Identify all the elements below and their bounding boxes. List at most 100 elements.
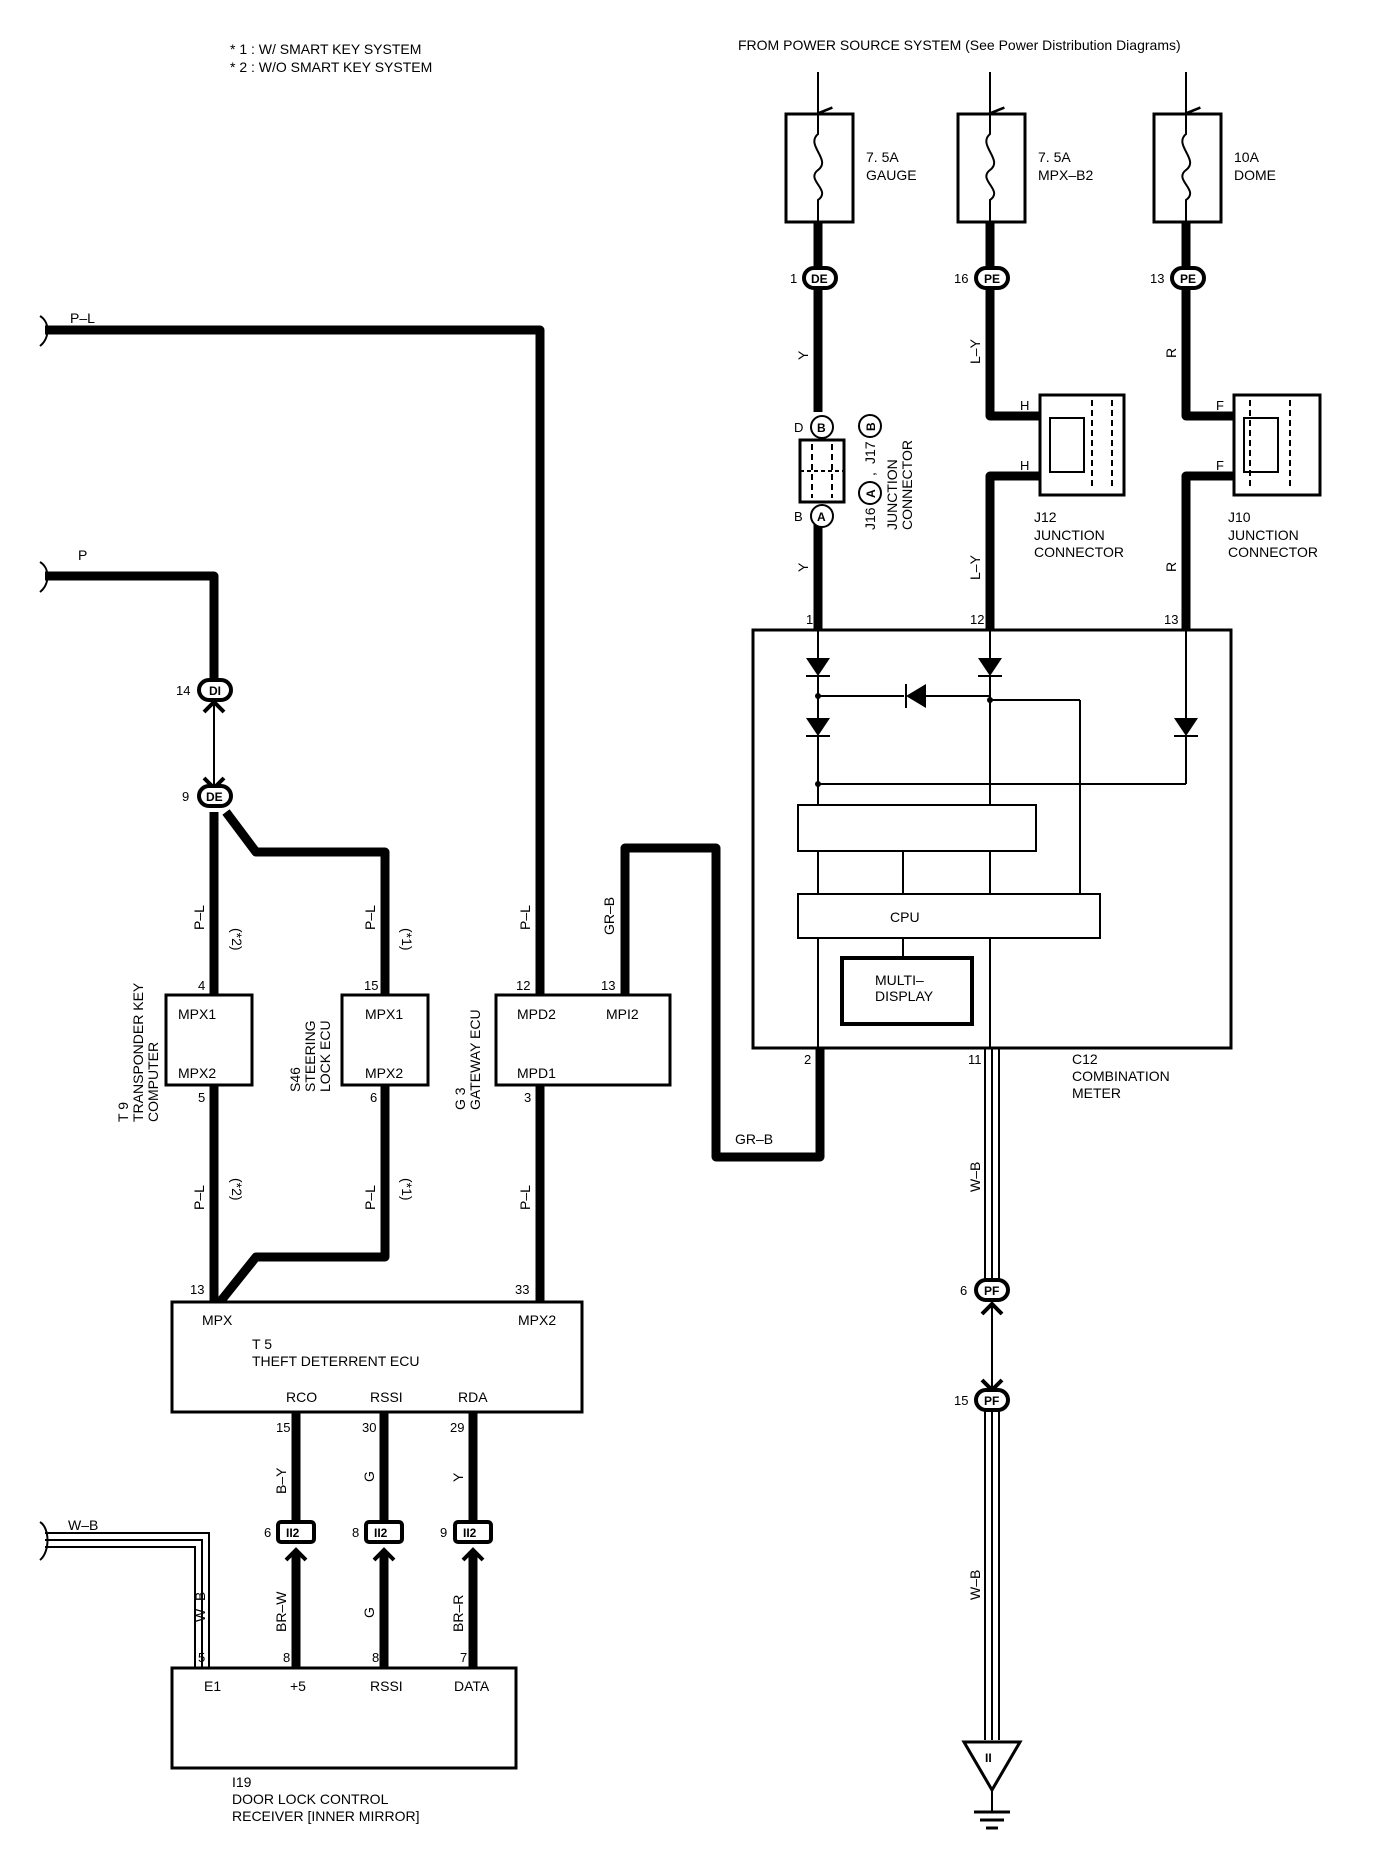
svg-text:P: P — [78, 547, 87, 563]
pin-di-14: 14 — [176, 683, 190, 698]
pin-meter-11: 11 — [968, 1052, 982, 1067]
svg-text:P–L: P–L — [362, 905, 378, 930]
svg-text:B–Y: B–Y — [273, 1467, 289, 1494]
svg-text:DE: DE — [206, 790, 223, 804]
gateway-ecu: MPD2 MPI2 MPD1 12 13 3 G 3 GATEWAY ECU — [452, 978, 672, 1110]
connector-de-left: DE 9 — [182, 784, 233, 808]
s46-id: S46 — [287, 1067, 303, 1092]
connector-de-top: DE 1 — [790, 266, 838, 290]
t5-id: T 5 — [252, 1336, 272, 1352]
svg-text:A: A — [864, 489, 878, 498]
svg-text:II: II — [985, 1751, 992, 1765]
connector-ii2-row: II2 II2 II2 6 8 9 — [264, 1520, 493, 1562]
pin-ii2-6: 6 — [264, 1525, 271, 1540]
svg-text:DI: DI — [209, 684, 221, 698]
svg-text:MPI2: MPI2 — [606, 1006, 639, 1022]
pin-ii2-9: 9 — [440, 1525, 447, 1540]
power-feed-arrows — [818, 72, 1186, 114]
svg-text:J17: J17 — [862, 441, 878, 464]
door-lock-control-receiver: E1 +5 RSSI DATA 5 8 8 7 I19 DOOR LOCK CO… — [170, 1650, 518, 1824]
pin-g3-3: 3 — [524, 1090, 531, 1105]
fuse-mpx-b2-name: MPX–B2 — [1038, 167, 1093, 183]
pin-j10-f1: F — [1216, 398, 1224, 413]
pin-pf-6: 6 — [960, 1283, 967, 1298]
svg-text:W–B: W–B — [967, 1570, 983, 1600]
svg-text:,: , — [862, 472, 878, 476]
svg-text:DATA: DATA — [454, 1678, 490, 1694]
svg-text:Y: Y — [795, 562, 811, 572]
svg-text:II2: II2 — [286, 1526, 300, 1540]
svg-text:GR–B: GR–B — [735, 1131, 773, 1147]
power-source-header: FROM POWER SOURCE SYSTEM (See Power Dist… — [738, 37, 1181, 53]
svg-text:RSSI: RSSI — [370, 1678, 403, 1694]
fuse-gauge: 7. 5A GAUGE — [784, 112, 917, 224]
connector-pe-left: PE 16 — [954, 266, 1010, 290]
svg-text:P–L: P–L — [517, 1185, 533, 1210]
i19-name-1: DOOR LOCK CONTROL — [232, 1791, 389, 1807]
svg-text:MPD2: MPD2 — [517, 1006, 556, 1022]
meter-multi-display-2: DISPLAY — [875, 988, 934, 1004]
pin-g3-12: 12 — [516, 978, 530, 993]
pin-meter-1: 1 — [806, 612, 813, 627]
pin-meter-13: 13 — [1164, 612, 1178, 627]
svg-text:GR–B: GR–B — [601, 897, 617, 935]
j10-id: J10 — [1228, 509, 1251, 525]
svg-text:BR–R: BR–R — [450, 1595, 466, 1632]
svg-text:MPX: MPX — [202, 1312, 233, 1328]
fuse-gauge-name: GAUGE — [866, 167, 917, 183]
svg-text:PE: PE — [1180, 272, 1196, 286]
pin-t5-13: 13 — [190, 1282, 204, 1297]
transponder-key-computer: MPX1 MPX2 4 5 T 9 TRANSPONDER KEY COMPUT… — [115, 978, 254, 1122]
ground-point-ii: II — [961, 1740, 1023, 1830]
meter-name-1: COMBINATION — [1072, 1068, 1170, 1084]
note-no-smart-key: * 2 : W/O SMART KEY SYSTEM — [230, 59, 432, 75]
connector-di: DI 14 — [176, 678, 233, 791]
svg-text:B: B — [817, 421, 826, 435]
svg-text:MPD1: MPD1 — [517, 1065, 556, 1081]
pin-g3-13: 13 — [601, 978, 615, 993]
fuse-dome-amp: 10A — [1234, 149, 1260, 165]
svg-text:P–L: P–L — [191, 905, 207, 930]
j12-id: J12 — [1034, 509, 1057, 525]
wire-end-marks — [39, 315, 49, 1561]
svg-text:+5: +5 — [290, 1678, 306, 1694]
svg-text:PF: PF — [984, 1284, 999, 1298]
pin-i19-5: 5 — [198, 1650, 205, 1665]
pin-j12-h2: H — [1020, 458, 1029, 473]
svg-text:E1: E1 — [204, 1678, 221, 1694]
j10-name2: CONNECTOR — [1228, 544, 1318, 560]
junction-connector-j16-j17: B D A B J16 A , J17 B JUNCTION CONNECTOR — [794, 414, 915, 530]
svg-text:RSSI: RSSI — [370, 1389, 403, 1405]
junction-connector-j10: F F J10 JUNCTION CONNECTOR — [1216, 393, 1322, 560]
i19-id: I19 — [232, 1774, 252, 1790]
pin-i19-7: 7 — [460, 1650, 467, 1665]
pin-b: B — [794, 509, 803, 524]
svg-text:L–Y: L–Y — [967, 554, 983, 580]
svg-text:PF: PF — [984, 1394, 999, 1408]
pin-pe-13: 13 — [1150, 271, 1164, 286]
combination-meter: 1 12 13 2 11 — [751, 612, 1233, 1101]
svg-text:G: G — [361, 1471, 377, 1482]
steering-lock-ecu: MPX1 MPX2 15 6 S46 STEERING LOCK ECU — [287, 978, 430, 1105]
meter-name-2: METER — [1072, 1085, 1121, 1101]
pin-s46-6: 6 — [370, 1090, 377, 1105]
t5-name: THEFT DETERRENT ECU — [252, 1353, 420, 1369]
svg-text:P–L: P–L — [191, 1185, 207, 1210]
svg-text:(*1): (*1) — [399, 928, 415, 951]
pin-pf-15: 15 — [954, 1393, 968, 1408]
t9-name-2: COMPUTER — [145, 1042, 161, 1122]
svg-text:P–L: P–L — [362, 1185, 378, 1210]
svg-text:DE: DE — [811, 272, 828, 286]
svg-text:II2: II2 — [463, 1526, 477, 1540]
fuse-gauge-amp: 7. 5A — [866, 149, 899, 165]
svg-text:Y: Y — [795, 350, 811, 360]
svg-text:MPX2: MPX2 — [518, 1312, 556, 1328]
pin-t5-15: 15 — [276, 1420, 290, 1435]
pin-i19-8b: 8 — [372, 1650, 379, 1665]
meter-id: C12 — [1072, 1051, 1098, 1067]
j16-j17-name: JUNCTION — [884, 459, 900, 530]
svg-text:PE: PE — [984, 272, 1000, 286]
fuse-dome-name: DOME — [1234, 167, 1276, 183]
svg-text:B: B — [864, 422, 878, 431]
